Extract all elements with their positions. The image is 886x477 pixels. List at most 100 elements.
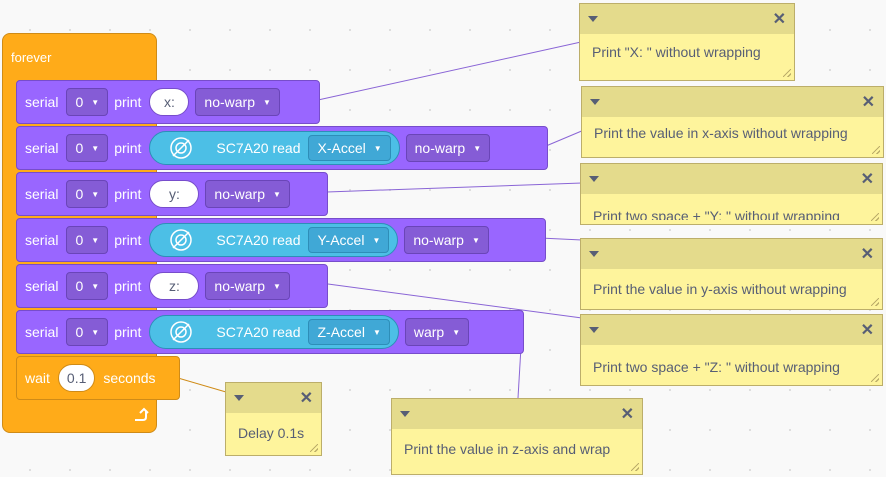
axis-dropdown[interactable]: X-Accel▼ [308,135,391,161]
comment-note[interactable]: ✕ Print the value in x-axis without wrap… [581,86,884,158]
serial-port-dropdown[interactable]: 0▼ [66,272,109,300]
collapse-triangle-icon[interactable] [589,176,599,182]
serial-port-dropdown[interactable]: 0▼ [66,180,109,208]
mode-value: no-warp [414,140,466,156]
chevron-down-icon: ▼ [372,327,381,337]
comment-note[interactable]: ✕ Print "X: " without wrapping [579,3,795,81]
comment-text[interactable]: Print two space + "Y: " without wrapping [593,208,840,220]
print-label: print [114,278,142,294]
close-icon[interactable]: ✕ [620,406,634,423]
collapse-triangle-icon[interactable] [234,395,244,401]
collapse-triangle-icon[interactable] [588,16,598,22]
wrap-mode-dropdown[interactable]: no-warp▼ [205,272,290,300]
comment-text[interactable]: Print two space + "Z: " without wrapping [593,359,840,375]
comment-text[interactable]: Delay 0.1s [238,425,305,441]
print-text-input[interactable]: x: [149,88,190,116]
close-icon[interactable]: ✕ [860,171,874,188]
port-value: 0 [75,94,84,110]
close-icon[interactable]: ✕ [861,94,875,111]
comment-header[interactable]: ✕ [226,383,321,413]
collapse-triangle-icon[interactable] [400,411,410,417]
chevron-down-icon: ▼ [372,235,381,245]
print-label: print [114,94,142,110]
wrap-mode-dropdown[interactable]: no-warp▼ [404,226,489,254]
serial-print-block[interactable]: serial 0▼ print y: no-warp▼ [16,172,328,216]
comment-text[interactable]: Print the value in y-axis without wrappi… [593,281,847,297]
serial-port-dropdown[interactable]: 0▼ [66,134,109,162]
port-value: 0 [75,186,84,202]
comment-note[interactable]: ✕ Print two space + "Z: " without wrappi… [580,314,883,386]
axis-dropdown[interactable]: Z-Accel ▼ [308,319,390,345]
wait-seconds-block[interactable]: wait 0.1 seconds [16,356,180,400]
resize-handle-icon[interactable] [872,146,880,154]
serial-label: serial [25,278,59,294]
sensor-label: SC7A20 read [216,140,301,156]
comment-header[interactable]: ✕ [581,164,882,194]
chevron-down-icon: ▼ [91,143,100,153]
comment-header[interactable]: ✕ [392,399,642,429]
serial-port-dropdown[interactable]: 0▼ [66,226,109,254]
collapse-triangle-icon[interactable] [589,251,599,257]
chevron-down-icon: ▼ [91,327,100,337]
wrap-mode-dropdown[interactable]: no-warp▼ [195,88,280,116]
wrap-mode-dropdown[interactable]: no-warp ▼ [205,180,290,208]
axis-dropdown[interactable]: Y-Accel ▼ [308,227,390,253]
serial-port-dropdown[interactable]: 0▼ [66,88,109,116]
axis-value: Y-Accel [317,232,365,248]
serial-print-block[interactable]: serial 0▼ print SC7A20 read X-Accel▼ no-… [16,126,548,170]
port-value: 0 [75,278,84,294]
print-text-input[interactable]: z: [149,272,200,300]
resize-handle-icon[interactable] [783,69,791,77]
close-icon[interactable]: ✕ [299,390,313,407]
serial-print-block[interactable]: serial 0▼ print z: no-warp▼ [16,264,328,308]
close-icon[interactable]: ✕ [860,322,874,339]
mode-value: no-warp [214,278,266,294]
collapse-triangle-icon[interactable] [589,327,599,333]
comment-note[interactable]: ✕ Print two space + "Y: " without wrappi… [580,163,883,225]
chevron-down-icon: ▼ [471,235,480,245]
serial-label: serial [25,186,59,202]
resize-handle-icon[interactable] [871,298,879,306]
comment-text[interactable]: Print the value in z-axis and wrap [404,441,611,457]
chevron-down-icon: ▼ [373,143,382,153]
serial-port-dropdown[interactable]: 0▼ [66,318,109,346]
chevron-down-icon: ▼ [273,189,281,199]
comment-note[interactable]: ✕ Print the value in z-axis and wrap [391,398,643,475]
axis-value: Z-Accel [317,324,365,340]
print-label: print [114,140,142,156]
wrap-mode-dropdown[interactable]: no-warp▼ [405,134,491,162]
print-label: print [114,324,142,340]
resize-handle-icon[interactable] [631,463,639,471]
accelerometer-icon [170,137,193,159]
serial-print-block[interactable]: serial 0▼ print SC7A20 read Y-Accel▼ no-… [16,218,546,262]
comment-header[interactable]: ✕ [581,315,882,345]
comment-text[interactable]: Print the value in x-axis without wrappi… [594,125,848,141]
resize-handle-icon[interactable] [871,374,879,382]
close-icon[interactable]: ✕ [860,246,874,263]
print-text-input[interactable]: y: [149,180,200,208]
wait-duration-input[interactable]: 0.1 [57,364,96,392]
wrap-mode-dropdown[interactable]: warp▼ [404,318,470,346]
comment-header[interactable]: ✕ [582,87,883,117]
resize-handle-icon[interactable] [310,444,318,452]
resize-handle-icon[interactable] [871,213,879,221]
serial-print-block[interactable]: serial 0▼ print SC7A20 read Z-Accel▼ war… [16,310,524,354]
wait-label: wait [25,370,50,386]
sensor-label: SC7A20 read [216,232,301,248]
sc7a20-read-reporter[interactable]: SC7A20 read Y-Accel ▼ [149,223,399,257]
comment-header[interactable]: ✕ [580,4,794,34]
comment-note[interactable]: ✕ Delay 0.1s [225,382,322,456]
mode-value: no-warp [204,94,256,110]
comment-header[interactable]: ✕ [581,239,882,269]
comment-text[interactable]: Print "X: " without wrapping [592,44,761,60]
sc7a20-read-reporter[interactable]: SC7A20 read X-Accel▼ [149,131,400,165]
sc7a20-read-reporter[interactable]: SC7A20 read Z-Accel▼ [149,315,399,349]
serial-label: serial [25,324,59,340]
collapse-triangle-icon[interactable] [590,99,600,105]
comment-note[interactable]: ✕ Print the value in y-axis without wrap… [580,238,883,310]
mode-value: no-warp [214,186,266,202]
port-value: 0 [75,324,84,340]
close-icon[interactable]: ✕ [772,11,786,28]
serial-print-block[interactable]: serial 0▼ print x: no-warp▼ [16,80,320,124]
seconds-label: seconds [103,370,156,386]
